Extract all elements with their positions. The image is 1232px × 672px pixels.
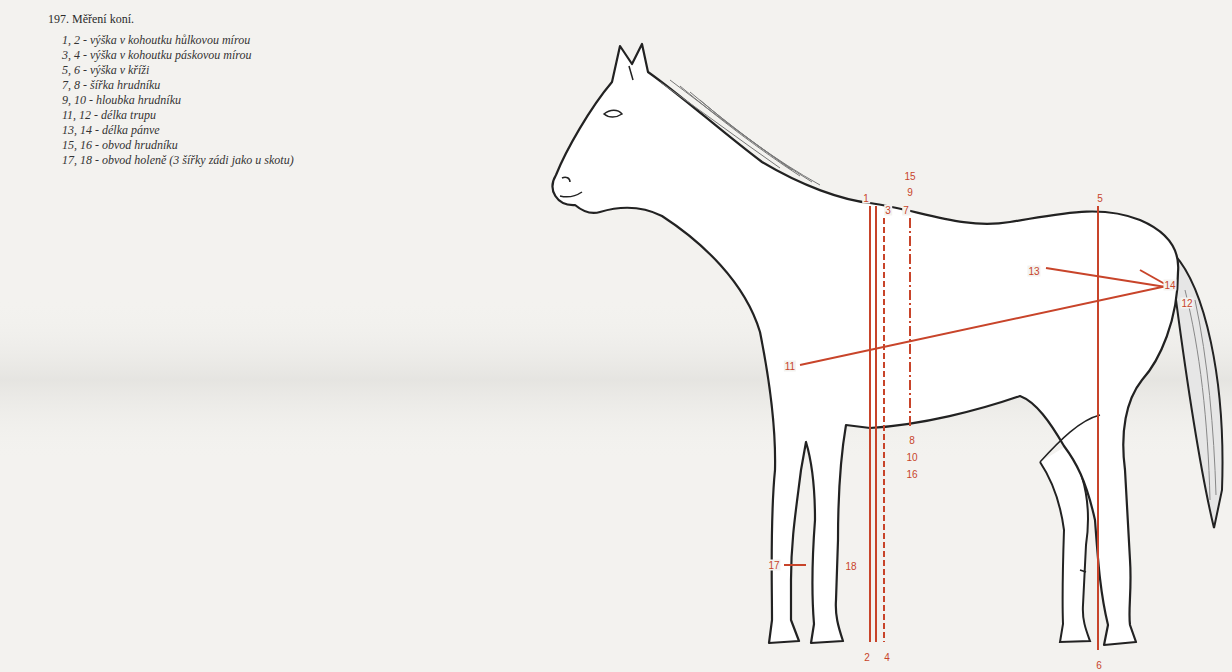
measure-description: 7, 8 - šířka hrudníku bbox=[62, 78, 307, 93]
callout-number: 12 bbox=[1180, 298, 1193, 309]
callout-number: 6 bbox=[1095, 660, 1103, 671]
callout-number: 16 bbox=[905, 469, 918, 480]
tail-hair bbox=[1185, 290, 1216, 500]
callout-number: 2 bbox=[863, 652, 871, 663]
callout-number: 4 bbox=[883, 652, 891, 663]
measure-description: 5, 6 - výška v kříži bbox=[62, 63, 307, 78]
callout-number: 18 bbox=[844, 561, 857, 572]
measure-description: 15, 16 - obvod hrudníku bbox=[62, 138, 307, 153]
horse-tail bbox=[1172, 252, 1222, 528]
measure-description: 13, 14 - délka pánve bbox=[62, 123, 307, 138]
callout-number: 5 bbox=[1096, 193, 1104, 204]
horse-body bbox=[553, 44, 1179, 645]
callout-number: 17 bbox=[767, 560, 780, 571]
legend-list: 1, 2 - výška v kohoutku hůlkovou mírou3,… bbox=[62, 33, 307, 168]
figure-title: 197. Měření koní. bbox=[48, 12, 134, 27]
measure-description: 1, 2 - výška v kohoutku hůlkovou mírou bbox=[62, 33, 307, 48]
measure-description: 9, 10 - hloubka hrudníku bbox=[62, 93, 307, 108]
callout-number: 3 bbox=[884, 205, 892, 216]
horse-mane bbox=[660, 80, 820, 185]
measure-description: 11, 12 - délka trupu bbox=[62, 108, 307, 123]
horse-details bbox=[560, 66, 1100, 572]
callout-number: 10 bbox=[905, 452, 918, 463]
callout-number: 7 bbox=[902, 205, 910, 216]
callout-number: 9 bbox=[906, 187, 914, 198]
callout-number: 14 bbox=[1163, 280, 1176, 291]
callout-number: 15 bbox=[903, 171, 916, 182]
callout-number: 13 bbox=[1027, 266, 1040, 277]
measure-description: 17, 18 - obvod holeně (3 šířky zádi jako… bbox=[62, 153, 307, 168]
callout-number: 11 bbox=[784, 361, 796, 372]
callout-number: 1 bbox=[862, 193, 870, 204]
measure-lines bbox=[784, 206, 1176, 650]
callout-number: 8 bbox=[908, 435, 916, 446]
measure-description: 3, 4 - výška v kohoutku páskovou mírou bbox=[62, 48, 307, 63]
